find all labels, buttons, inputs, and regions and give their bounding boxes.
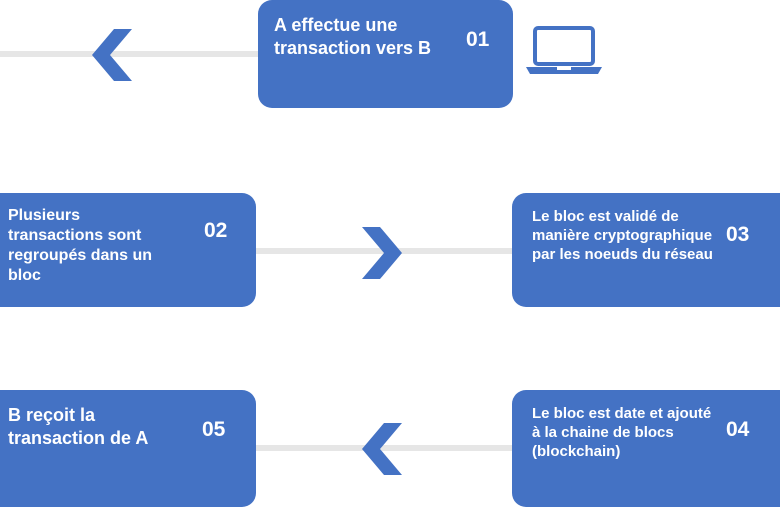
step-text: Le bloc est validé de manière cryptograp… xyxy=(532,208,713,263)
step-box-03: Le bloc est validé de manière cryptograp… xyxy=(512,193,780,307)
step-number: 02 xyxy=(204,219,228,242)
step-box-02: Plusieurs transactions sont regroupés da… xyxy=(0,193,256,307)
step-box-01: A effectue une transaction vers B 01 xyxy=(258,0,513,108)
step-box-05: B reçoit la transaction de A 05 xyxy=(0,390,256,507)
step-number: 05 xyxy=(202,418,226,441)
connector-line-3 xyxy=(255,445,515,451)
chevron-right-icon xyxy=(362,227,402,279)
step-number: 04 xyxy=(726,418,750,441)
step-box-04: Le bloc est date et ajouté à la chaine d… xyxy=(512,390,780,507)
step-number: 01 xyxy=(466,28,490,51)
step-text: Plusieurs transactions sont regroupés da… xyxy=(8,207,153,284)
step-text: B reçoit la transaction de A xyxy=(8,405,149,448)
step-number: 03 xyxy=(726,223,750,246)
chevron-left-icon xyxy=(362,423,402,475)
laptop-icon xyxy=(526,26,602,74)
step-text: A effectue une transaction vers B xyxy=(274,15,432,58)
connector-line-1 xyxy=(0,51,260,57)
step-text: Le bloc est date et ajouté à la chaine d… xyxy=(532,405,712,460)
chevron-left-icon xyxy=(92,29,132,81)
